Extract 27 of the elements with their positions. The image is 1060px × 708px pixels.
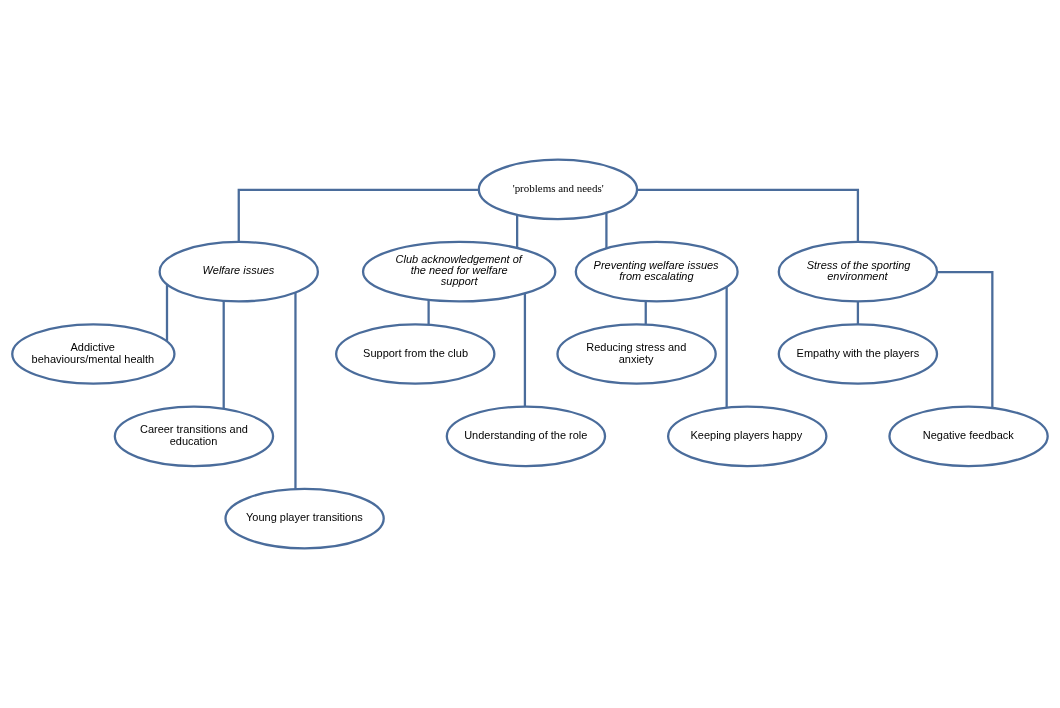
connector [516,214,519,248]
node-ellipse: Welfare issues [158,240,319,303]
node-ellipse: Empathy with the players [777,323,939,385]
connector [637,188,860,242]
connector [427,300,430,325]
connector [605,213,608,249]
node-ellipse: Stress of the sporting environment [777,240,939,303]
connector [856,301,860,325]
node-ellipse: Club acknowledgement of the need for welfare support [361,240,557,303]
node-ellipse: Keeping players happy [667,405,828,468]
node-ellipse: Addictive behaviours/mental health [11,323,176,385]
connector [222,301,225,409]
connector [165,284,169,342]
node-ellipse: Preventing welfare issues from escalating [574,240,739,303]
connector [937,271,994,408]
connector [644,301,647,325]
node-ellipse: Support from the club [335,323,496,385]
node-ellipse: Understanding of the role [445,405,607,468]
connector [294,292,297,489]
connector [237,188,479,242]
node-ellipse: Reducing stress and anxiety [556,323,717,385]
connector [725,286,728,408]
node-ellipse: Young player transitions [224,487,385,550]
node-ellipse: 'problems and needs' [477,158,639,221]
connector [523,293,527,407]
node-ellipse: Negative feedback [888,405,1049,468]
node-ellipse: Career transitions and education [113,405,275,468]
